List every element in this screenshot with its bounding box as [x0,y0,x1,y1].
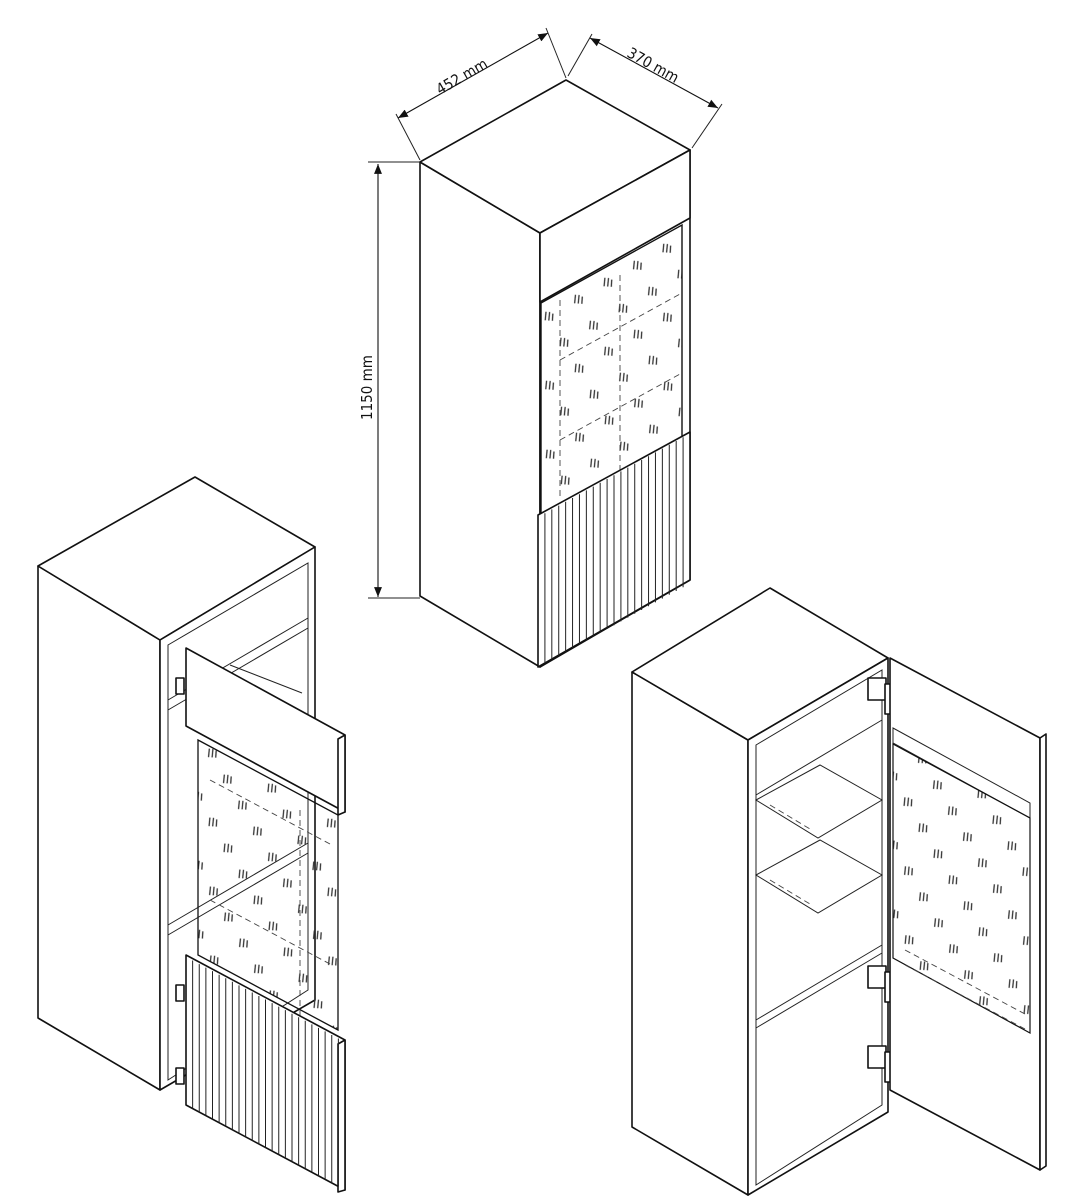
left-cabinet-side [37,565,161,1091]
open-door-glass [892,742,1031,1035]
open-door-view [631,587,1047,1196]
dimensioned-cabinet-view: 452 mm 370 mm 1150 mm [358,27,723,668]
depth-dimension-line [589,37,719,109]
width-dimension-line [397,32,549,119]
depth-label: 370 mm [624,44,682,87]
cabinet-top-panel [539,149,691,303]
right-cabinet-shelves [755,719,883,1029]
fluted-lines [544,437,684,664]
detached-door-glass [197,738,339,1032]
height-label: 1150 mm [358,355,376,420]
cabinet-glass-shelves [559,275,681,500]
right-cabinet-side [631,671,749,1196]
fluted-lines-left [192,960,339,1187]
exploded-door-view [37,476,346,1193]
right-cabinet-interior [755,669,883,1186]
cabinet-side-panel [419,161,541,668]
left-hinges [175,677,185,1085]
width-label: 452 mm [433,55,491,99]
